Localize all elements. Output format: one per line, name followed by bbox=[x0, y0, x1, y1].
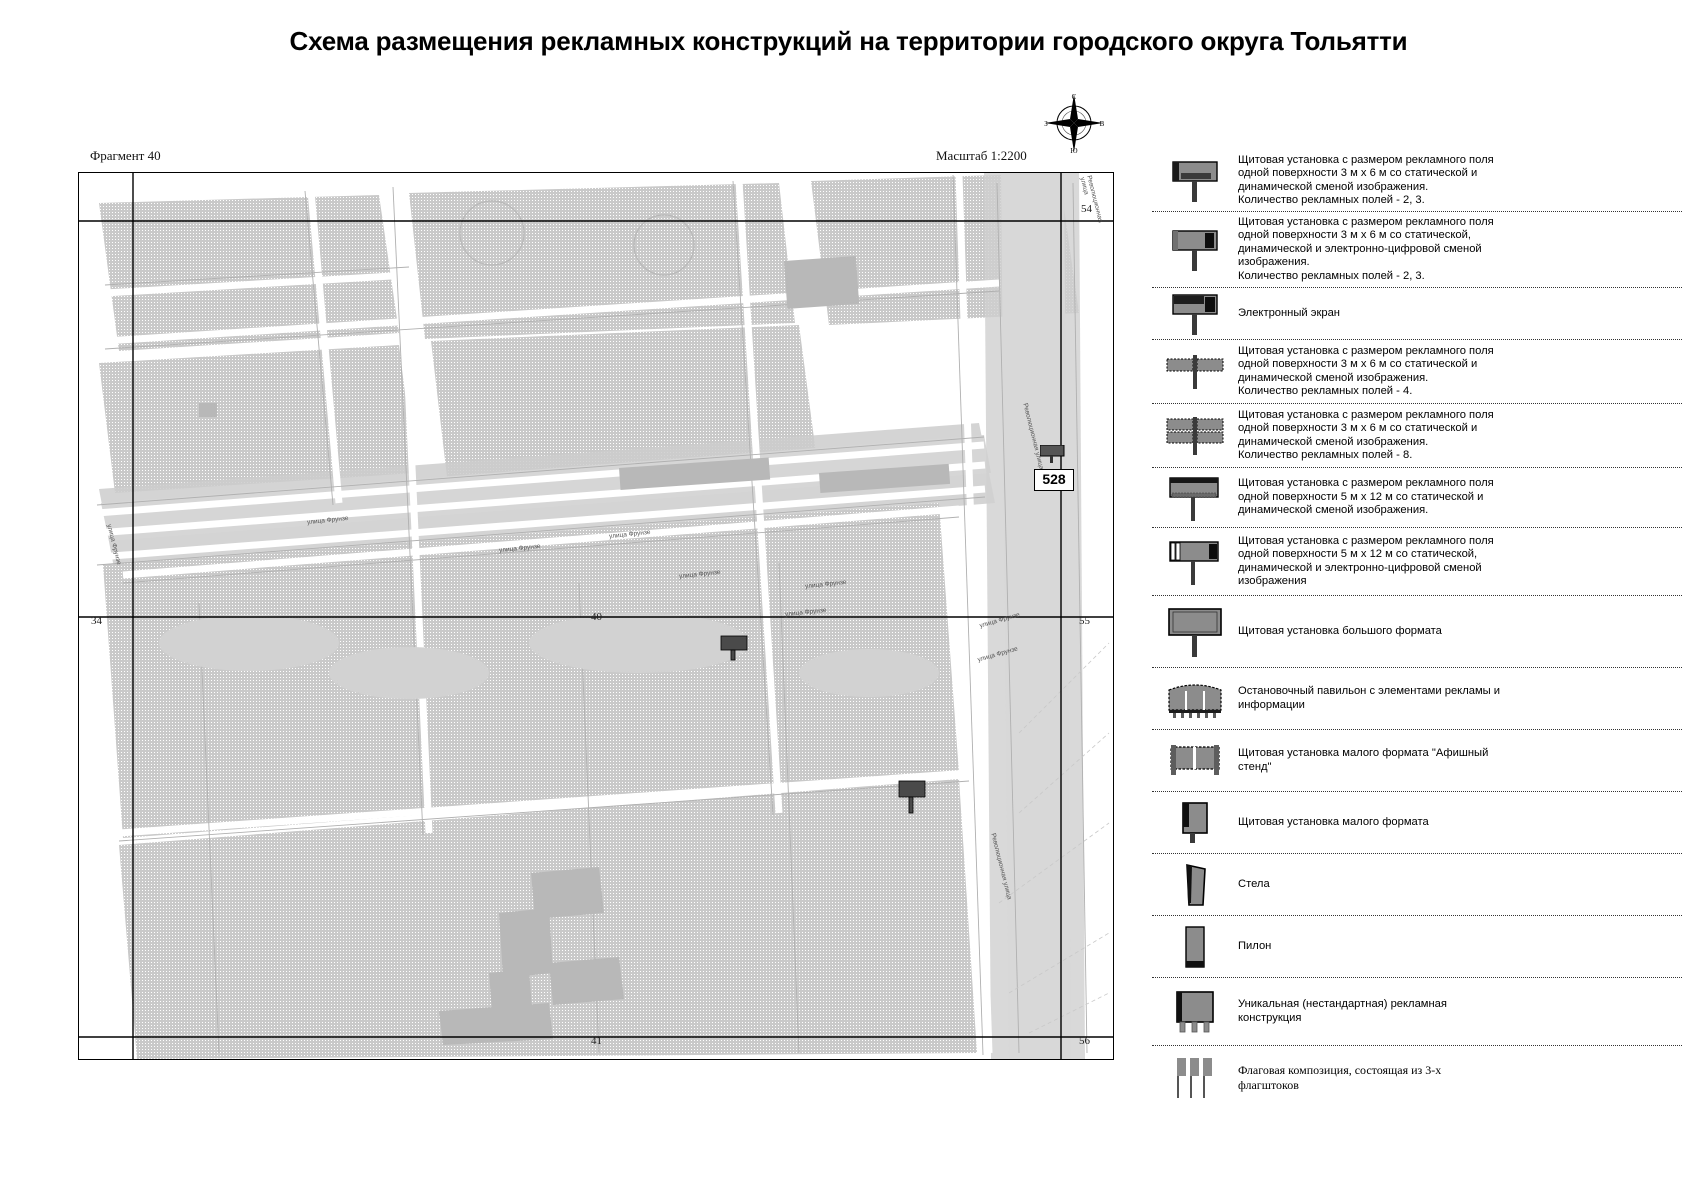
map-frame[interactable]: 54 34 55 40 41 56 улица Фрунзе улица Фру… bbox=[78, 172, 1114, 1060]
legend-item-label: Щитовая установка с размером рекламного … bbox=[1238, 153, 1494, 206]
legend-item[interactable]: Щитовая установка малого формата bbox=[1152, 792, 1682, 854]
grid-number: 56 bbox=[1079, 1035, 1090, 1047]
grid-number: 34 bbox=[91, 615, 102, 627]
scale-label: Масштаб 1:2200 bbox=[936, 148, 1027, 163]
legend-item-label: Щитовая установка с размером рекламного … bbox=[1238, 215, 1494, 282]
legend-item[interactable]: Щитовая установка с размером рекламного … bbox=[1152, 528, 1682, 596]
cadastral-map[interactable] bbox=[79, 173, 1113, 1059]
bus-stop-pavilion-icon bbox=[1152, 668, 1238, 729]
billboard-3x6-eightfield-icon bbox=[1152, 404, 1238, 467]
legend-item-label: Флаговая композиция, состоящая из 3-х фл… bbox=[1238, 1063, 1442, 1092]
compass-rose-icon: С Ю З В bbox=[1043, 92, 1105, 155]
legend-item-label: Щитовая установка с размером рекламного … bbox=[1238, 344, 1494, 397]
legend-item-label: Уникальная (нестандартная) рекламная кон… bbox=[1238, 998, 1447, 1024]
legend-item[interactable]: Стела bbox=[1152, 854, 1682, 916]
legend-item[interactable]: Щитовая установка большого формата bbox=[1152, 596, 1682, 668]
billboard-5x12-static-icon bbox=[1152, 468, 1238, 527]
small-format-billboard-icon bbox=[1152, 792, 1238, 853]
legend-item-label: Стела bbox=[1238, 877, 1270, 890]
billboard-marker-icon bbox=[1039, 444, 1066, 463]
grid-number: 40 bbox=[591, 611, 602, 623]
unique-construction-icon bbox=[1152, 978, 1238, 1045]
legend-item-label: Щитовая установка с размером рекламного … bbox=[1238, 534, 1494, 587]
legend-item[interactable]: Электронный экран bbox=[1152, 288, 1682, 340]
legend-item-label: Щитовая установка большого формата bbox=[1238, 624, 1442, 637]
svg-text:В: В bbox=[1100, 120, 1105, 128]
svg-text:С: С bbox=[1072, 93, 1077, 101]
svg-text:З: З bbox=[1044, 120, 1048, 128]
legend-item[interactable]: Щитовая установка с размером рекламного … bbox=[1152, 150, 1682, 212]
legend-item-label: Щитовая установка малого формата bbox=[1238, 815, 1429, 828]
page-title: Схема размещения рекламных конструкций н… bbox=[289, 26, 1408, 56]
flag-composition-icon bbox=[1152, 1046, 1238, 1110]
legend-item-label: Электронный экран bbox=[1238, 306, 1340, 319]
legend-item-label: Пилон bbox=[1238, 939, 1272, 952]
legend-item[interactable]: Щитовая установка с размером рекламного … bbox=[1152, 404, 1682, 468]
legend-item-label: Остановочный павильон с элементами рекла… bbox=[1238, 685, 1501, 711]
large-format-billboard-icon bbox=[1152, 596, 1238, 667]
legend-item[interactable]: Щитовая установка с размером рекламного … bbox=[1152, 340, 1682, 404]
billboard-3x6-digital-icon bbox=[1152, 212, 1238, 287]
electronic-screen-icon bbox=[1152, 288, 1238, 339]
grid-number: 41 bbox=[591, 1035, 602, 1047]
legend: Щитовая установка с размером рекламного … bbox=[1152, 150, 1682, 1110]
legend-item-label: Щитовая установка с размером рекламного … bbox=[1238, 408, 1494, 461]
marker-label-528[interactable]: 528 bbox=[1034, 469, 1074, 491]
grid-number: 54 bbox=[1081, 203, 1092, 215]
legend-item[interactable]: Пилон bbox=[1152, 916, 1682, 978]
legend-item[interactable]: Уникальная (нестандартная) рекламная кон… bbox=[1152, 978, 1682, 1046]
billboard-3x6-fourfield-icon bbox=[1152, 340, 1238, 403]
svg-text:Ю: Ю bbox=[1070, 147, 1077, 154]
billboard-5x12-digital-icon bbox=[1152, 528, 1238, 595]
legend-item[interactable]: Щитовая установка с размером рекламного … bbox=[1152, 212, 1682, 288]
small-format-poster-icon bbox=[1152, 730, 1238, 791]
billboard-3x6-static-icon bbox=[1152, 150, 1238, 211]
legend-item[interactable]: Флаговая композиция, состоящая из 3-х фл… bbox=[1152, 1046, 1682, 1110]
legend-item[interactable]: Щитовая установка малого формата "Афишны… bbox=[1152, 730, 1682, 792]
legend-item-label: Щитовая установка с размером рекламного … bbox=[1238, 477, 1494, 517]
legend-item[interactable]: Щитовая установка с размером рекламного … bbox=[1152, 468, 1682, 528]
grid-number: 55 bbox=[1079, 615, 1090, 627]
stela-icon bbox=[1152, 854, 1238, 915]
fragment-label: Фрагмент 40 bbox=[90, 148, 161, 163]
legend-item[interactable]: Остановочный павильон с элементами рекла… bbox=[1152, 668, 1682, 730]
pylon-icon bbox=[1152, 916, 1238, 977]
legend-item-label: Щитовая установка малого формата "Афишны… bbox=[1238, 747, 1489, 773]
